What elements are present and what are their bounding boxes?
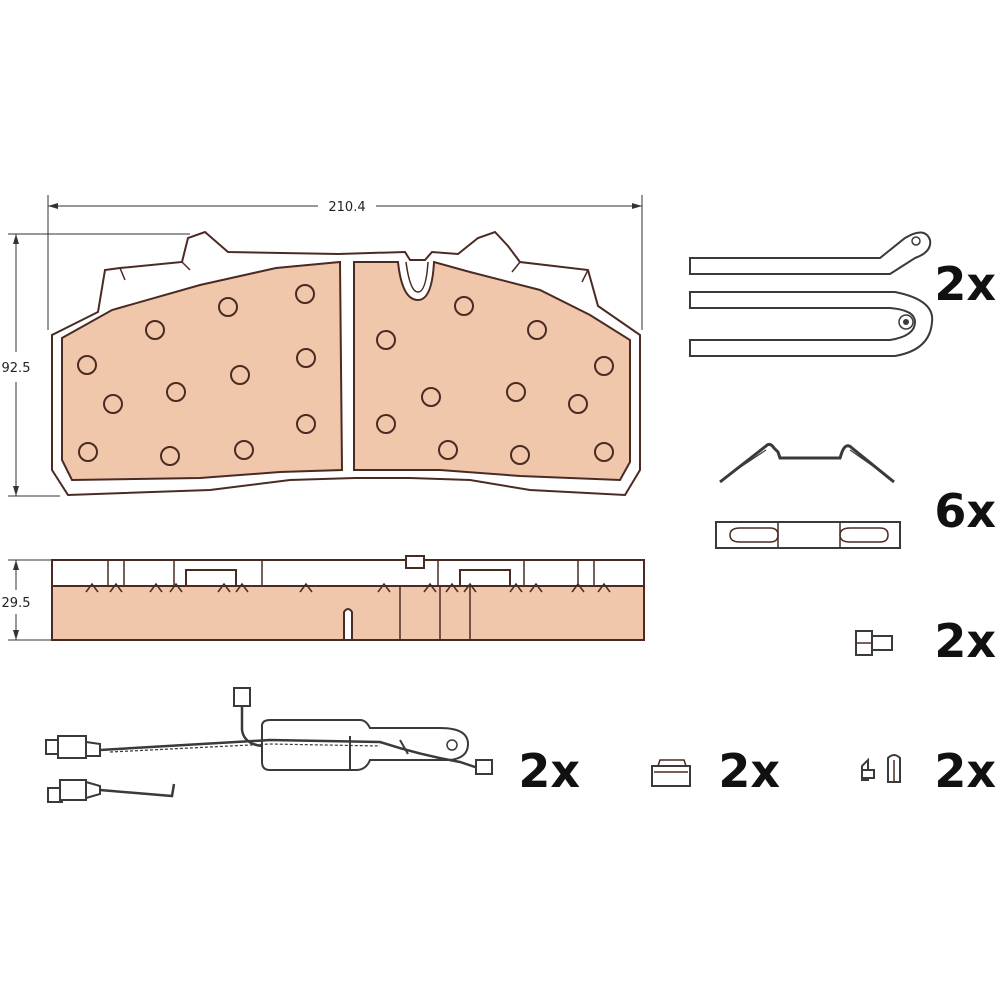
pad-hole (234, 440, 254, 460)
friction-pad-right (353, 260, 631, 482)
thickness-label: 29.5 (2, 596, 31, 611)
pad-hole (296, 348, 316, 368)
pad-holes-right (376, 296, 614, 465)
lug-right-detail (511, 261, 589, 283)
bolt-part: 2x (855, 614, 996, 668)
brake-pad-front-view (51, 230, 641, 497)
sensor-cap-qty: 2x (718, 744, 780, 798)
rivet-pin-qty: 2x (934, 744, 996, 798)
height-label: 92.5 (2, 361, 31, 376)
wear-spring-qty: 2x (934, 257, 996, 311)
brake-pad-side-view (51, 555, 645, 641)
retaining-clip-part: 6x (715, 442, 996, 549)
wear-sensor-part: 2x (45, 687, 580, 803)
pad-hole (166, 382, 186, 402)
pad-hole (421, 387, 441, 407)
bolt-qty: 2x (934, 614, 996, 668)
pad-hole (594, 356, 614, 376)
pad-holes-left (77, 284, 316, 466)
pad-hole (527, 320, 547, 340)
pad-hole (160, 446, 180, 466)
sensor-cap-part: 2x (651, 744, 780, 798)
width-dimension: 210.4 (47, 195, 643, 330)
backing-plate-side (51, 559, 645, 587)
height-dimension: 92.5 (2, 233, 190, 497)
friction-pad-left (61, 260, 344, 482)
rivet-pin-part: 2x (861, 744, 996, 798)
pad-hole (103, 394, 123, 414)
wear-spring-part: 2x (689, 231, 996, 357)
thickness-dimension: 29.5 (2, 559, 52, 641)
side-tab (405, 555, 425, 569)
side-tab (185, 569, 237, 587)
retaining-clip-qty: 6x (934, 484, 996, 538)
lug-left-detail (119, 261, 191, 281)
pad-hole (295, 284, 315, 304)
wear-sensor-qty: 2x (518, 744, 580, 798)
pad-hole (77, 355, 97, 375)
side-tab (459, 569, 511, 587)
side-notch (343, 608, 353, 641)
width-label: 210.4 (328, 200, 365, 215)
pad-hole (376, 414, 396, 434)
pad-hole (376, 330, 396, 350)
pad-hole (594, 442, 614, 462)
center-notch (405, 261, 429, 293)
pad-hole (230, 365, 250, 385)
pad-hole (145, 320, 165, 340)
pad-hole (506, 382, 526, 402)
pad-hole (218, 297, 238, 317)
pad-hole (78, 442, 98, 462)
pad-hole (568, 394, 588, 414)
pad-hole (454, 296, 474, 316)
pad-hole (438, 440, 458, 460)
pad-hole (296, 414, 316, 434)
pad-hole (510, 445, 530, 465)
